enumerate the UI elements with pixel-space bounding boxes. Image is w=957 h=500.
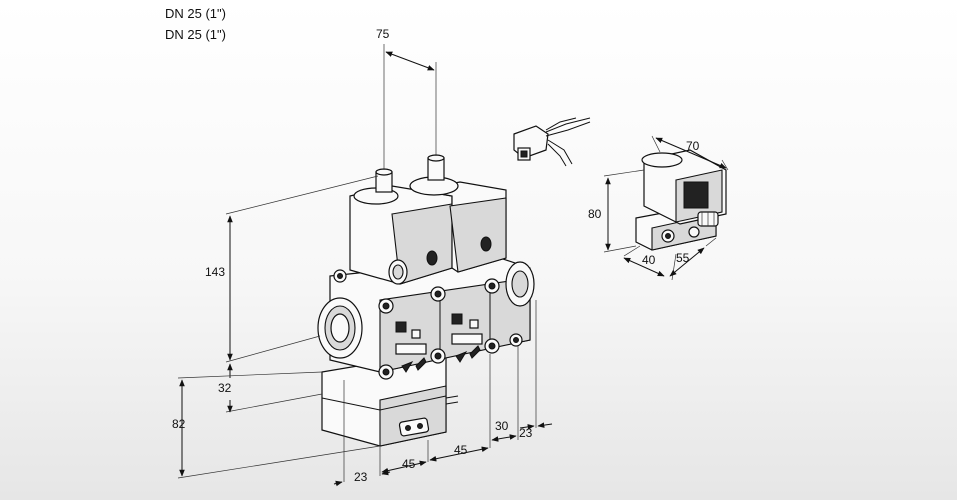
port-details [395,313,483,373]
side-valve [635,149,727,251]
nominal-size-label-2: DN 25 (1") [165,27,226,42]
dim-23-left: 23 [354,470,368,484]
flange-bolts [333,269,523,380]
side-dimensions: 70 80 40 55 [588,135,729,281]
spindles [375,154,445,193]
connector-plug [513,117,591,167]
dim-45-a: 45 [402,457,416,471]
dim-75: 75 [376,27,390,41]
dim-80: 80 [588,207,602,221]
dim-45-b: 45 [454,443,468,457]
main-dimensions: 75 143 32 82 23 [172,27,553,487]
dim-32: 32 [218,381,232,395]
dim-23-right: 23 [519,426,533,440]
dim-30: 30 [495,419,509,433]
dim-82: 82 [172,417,186,431]
dim-143: 143 [205,265,225,279]
dim-40: 40 [642,253,656,267]
nominal-size-label-1: DN 25 (1") [165,6,226,21]
main-valve-assembly [317,154,535,447]
dim-55: 55 [676,251,690,265]
dim-70: 70 [686,139,700,153]
